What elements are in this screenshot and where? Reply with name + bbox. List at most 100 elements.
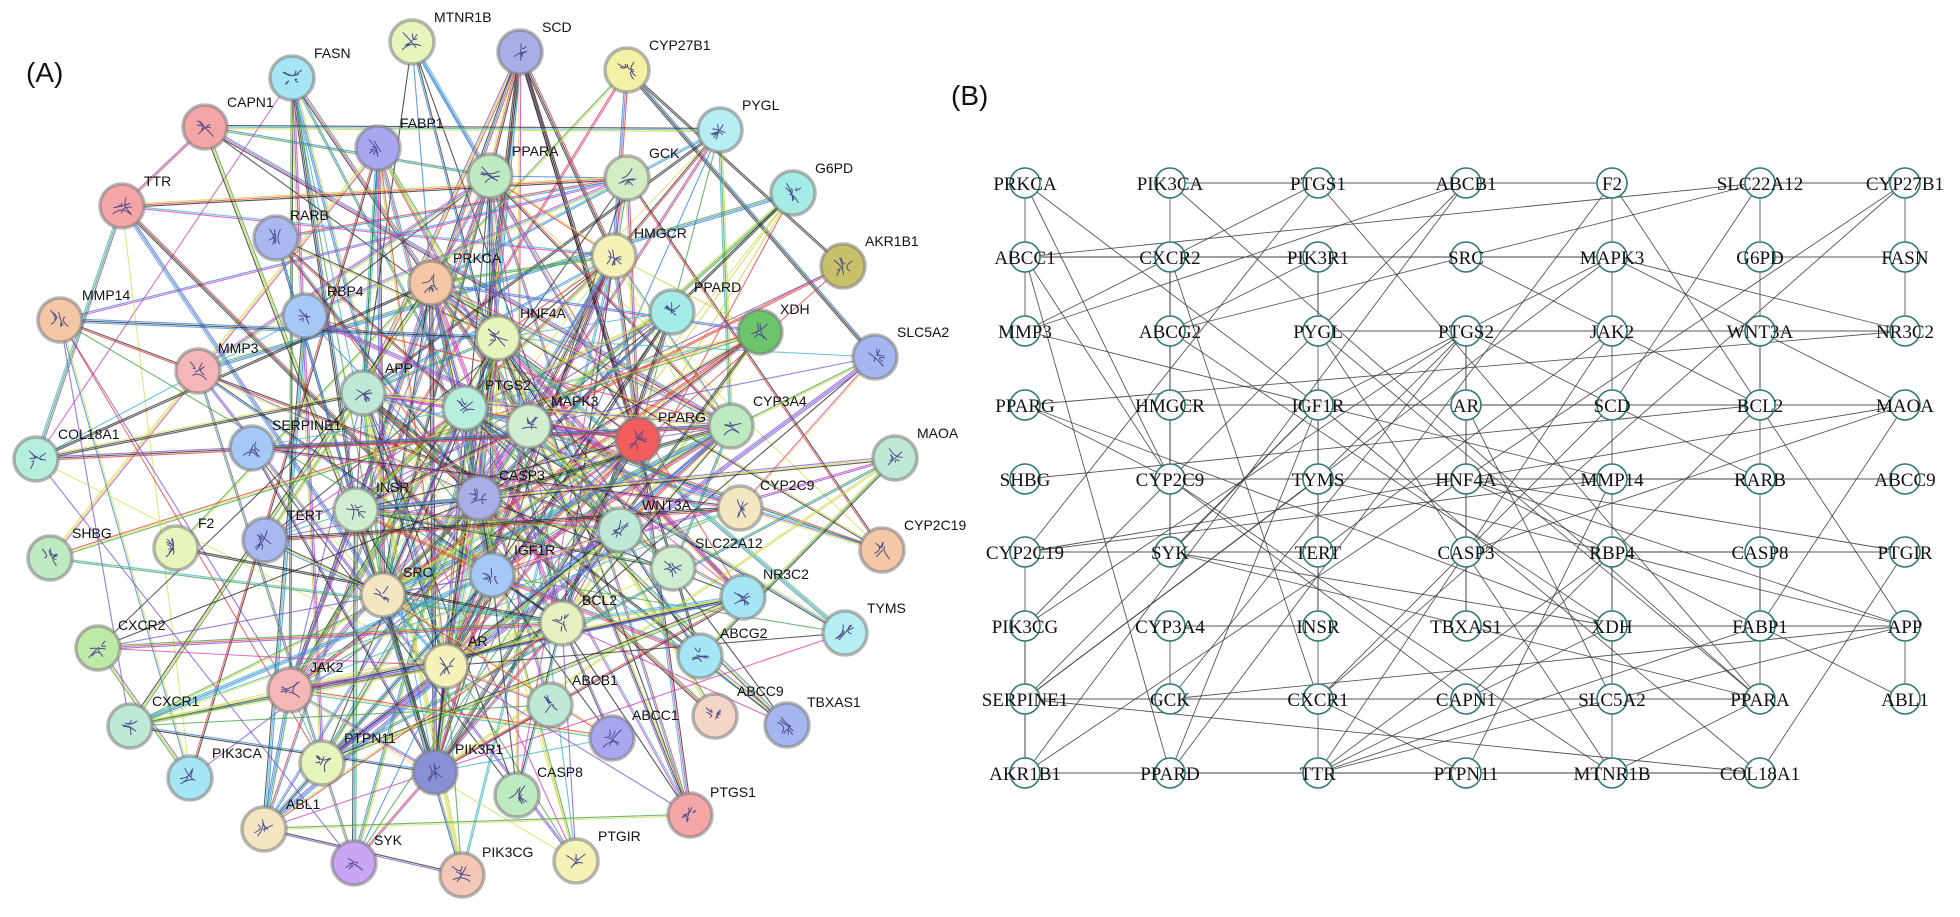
node-cyp3a4[interactable]: CYP3A4	[707, 393, 807, 450]
grid-node-casp8[interactable]: CASP8	[1731, 536, 1789, 568]
grid-node-capn1[interactable]: CAPN1	[1436, 683, 1496, 715]
node-nr3c2[interactable]: NR3C2	[719, 566, 809, 621]
grid-node-cyp3a4[interactable]: CYP3A4	[1135, 610, 1205, 642]
grid-node-scd[interactable]: SCD	[1594, 389, 1631, 421]
grid-node-gck[interactable]: GCK	[1150, 683, 1190, 715]
node-tert[interactable]: TERT	[241, 507, 324, 564]
grid-node-slc22a12[interactable]: SLC22A12	[1717, 167, 1804, 199]
grid-node-cxcr1[interactable]: CXCR1	[1287, 683, 1349, 715]
grid-node-pik3r1[interactable]: PIK3R1	[1287, 241, 1349, 273]
node-akr1b1[interactable]: AKR1B1	[819, 233, 919, 290]
node-pik3ca[interactable]: PIK3CA	[166, 745, 262, 802]
node-cyp2c19[interactable]: CYP2C19	[858, 517, 966, 574]
grid-node-fabp1[interactable]: FABP1	[1732, 610, 1788, 642]
node-cyp2c9[interactable]: CYP2C9	[716, 477, 815, 532]
grid-node-serpine1[interactable]: SERPINE1	[982, 683, 1069, 715]
node-serpine1[interactable]: SERPINE1	[228, 417, 341, 472]
node-ptpn11[interactable]: PTPN11	[298, 730, 396, 787]
grid-node-ppard[interactable]: PPARD	[1140, 757, 1200, 789]
grid-node-cxcr2[interactable]: CXCR2	[1139, 241, 1201, 273]
grid-node-ppara[interactable]: PPARA	[1730, 683, 1790, 715]
node-abcb1[interactable]: ABCB1	[526, 672, 618, 729]
node-bcl2[interactable]: BCL2	[538, 592, 617, 647]
node-ar[interactable]: AR	[422, 633, 487, 690]
node-shbg[interactable]: SHBG	[26, 525, 112, 582]
grid-node-akr1b1[interactable]: AKR1B1	[989, 757, 1061, 789]
grid-node-col18a1[interactable]: COL18A1	[1720, 757, 1800, 789]
node-ptgir[interactable]: PTGIR	[552, 828, 641, 885]
node-casp3[interactable]: CASP3	[455, 467, 545, 522]
grid-node-insr[interactable]: INSR	[1296, 610, 1340, 642]
node-abl1[interactable]: ABL1	[240, 796, 320, 853]
grid-node-cyp2c9[interactable]: CYP2C9	[1136, 463, 1205, 495]
grid-node-igf1r[interactable]: IGF1R	[1292, 389, 1345, 421]
grid-node-pik3ca[interactable]: PIK3CA	[1137, 167, 1204, 199]
grid-node-cyp27b1[interactable]: CYP27B1	[1866, 167, 1944, 199]
node-slc5a2[interactable]: SLC5A2	[851, 324, 949, 381]
node-capn1[interactable]: CAPN1	[181, 94, 274, 151]
grid-node-app[interactable]: APP	[1888, 610, 1923, 642]
node-syk[interactable]: SYK	[330, 832, 403, 887]
node-hnf4a[interactable]: HNF4A	[474, 305, 567, 362]
grid-node-pik3cg[interactable]: PIK3CG	[992, 610, 1059, 642]
grid-node-ptpn11[interactable]: PTPN11	[1434, 757, 1499, 789]
node-ppara[interactable]: PPARA	[466, 143, 559, 200]
node-ptgs2[interactable]: PTGS2	[441, 377, 531, 432]
grid-node-cyp2c19[interactable]: CYP2C19	[986, 536, 1064, 568]
grid-node-pygl[interactable]: PYGL	[1293, 315, 1343, 347]
node-pik3r1[interactable]: PIK3R1	[411, 741, 503, 796]
node-mapk3[interactable]: MAPK3	[505, 393, 599, 450]
grid-node-prkca[interactable]: PRKCA	[993, 167, 1057, 199]
node-insr[interactable]: INSR	[332, 479, 409, 534]
node-pygl[interactable]: PYGL	[696, 97, 780, 154]
node-mmp14[interactable]: MMP14	[36, 287, 130, 344]
node-cxcr1[interactable]: CXCR1	[106, 693, 200, 750]
node-mtnr1b[interactable]: MTNR1B	[388, 9, 492, 66]
grid-node-abcg2[interactable]: ABCG2	[1139, 315, 1201, 347]
grid-node-mmp14[interactable]: MMP14	[1580, 463, 1644, 495]
node-cxcr2[interactable]: CXCR2	[74, 617, 166, 672]
grid-node-syk[interactable]: SYK	[1151, 536, 1189, 568]
grid-node-g6pd[interactable]: G6PD	[1736, 241, 1784, 273]
grid-node-nr3c2[interactable]: NR3C2	[1876, 315, 1934, 347]
grid-node-bcl2[interactable]: BCL2	[1737, 389, 1783, 421]
grid-node-ptgir[interactable]: PTGIR	[1878, 536, 1933, 568]
node-cyp27b1[interactable]: CYP27B1	[603, 37, 711, 94]
node-abcg2[interactable]: ABCG2	[676, 625, 768, 680]
node-igf1r[interactable]: IGF1R	[468, 542, 555, 599]
node-col18a1[interactable]: COL18A1	[12, 426, 120, 483]
node-app[interactable]: APP	[339, 360, 413, 417]
node-hmgcr[interactable]: HMGCR	[590, 225, 687, 280]
node-mmp3[interactable]: MMP3	[174, 340, 259, 395]
node-src[interactable]: SRC	[359, 564, 433, 619]
node-gck[interactable]: GCK	[603, 145, 680, 202]
grid-node-abcb1[interactable]: ABCB1	[1435, 167, 1497, 199]
node-ptgs1[interactable]: PTGS1	[666, 784, 756, 839]
node-abcc1[interactable]: ABCC1	[588, 707, 679, 762]
node-ttr[interactable]: TTR	[98, 173, 171, 230]
grid-node-maoa[interactable]: MAOA	[1876, 389, 1934, 421]
node-wnt3a[interactable]: WNT3A	[596, 497, 692, 554]
grid-node-abcc1[interactable]: ABCC1	[994, 241, 1056, 273]
grid-node-xdh[interactable]: XDH	[1591, 610, 1633, 642]
node-casp8[interactable]: CASP8	[493, 764, 583, 819]
node-xdh[interactable]: XDH	[736, 301, 810, 356]
node-tyms[interactable]: TYMS	[821, 600, 906, 657]
node-f2[interactable]: F2	[152, 515, 215, 572]
grid-node-mmp3[interactable]: MMP3	[998, 315, 1052, 347]
grid-node-rarb[interactable]: RARB	[1734, 463, 1786, 495]
grid-node-casp3[interactable]: CASP3	[1437, 536, 1495, 568]
node-abcc9[interactable]: ABCC9	[691, 683, 784, 740]
grid-node-mtnr1b[interactable]: MTNR1B	[1573, 757, 1651, 789]
grid-node-wnt3a[interactable]: WNT3A	[1727, 315, 1794, 347]
node-jak2[interactable]: JAK2	[266, 659, 344, 714]
node-rbp4[interactable]: RBP4	[281, 283, 364, 340]
grid-node-abcc9[interactable]: ABCC9	[1874, 463, 1936, 495]
node-scd[interactable]: SCD	[496, 19, 572, 76]
node-fasn[interactable]: FASN	[268, 45, 351, 102]
grid-node-ptgs2[interactable]: PTGS2	[1438, 315, 1494, 347]
grid-node-ar[interactable]: AR	[1450, 389, 1482, 421]
grid-node-shbg[interactable]: SHBG	[1000, 463, 1051, 495]
node-slc22a12[interactable]: SLC22A12	[649, 535, 763, 592]
grid-node-hmgcr[interactable]: HMGCR	[1135, 389, 1205, 421]
